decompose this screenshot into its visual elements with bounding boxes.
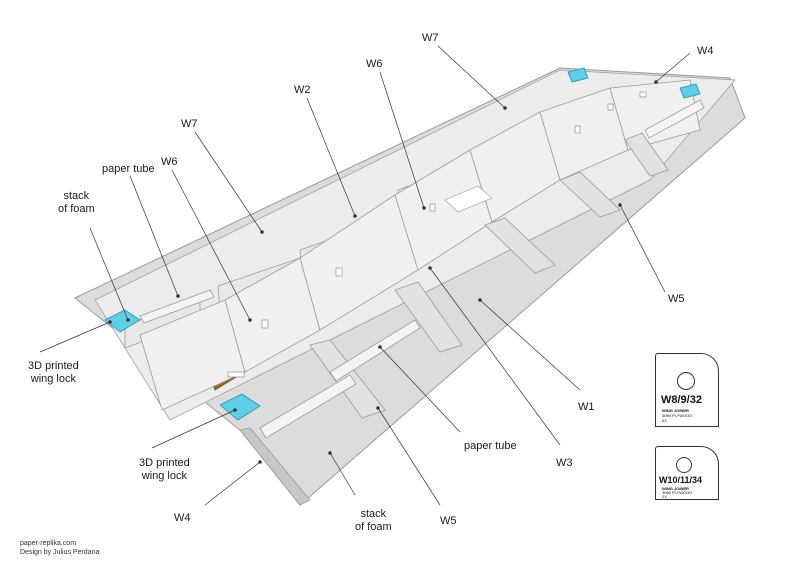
part-card-line3: 2X [662, 494, 667, 499]
label-paper-tube-left: paper tube [102, 163, 155, 175]
label-3d-printed-left-line1: 3D printed [28, 360, 79, 372]
trailing-edge-thickness [239, 427, 311, 506]
wing-locks [104, 67, 701, 421]
label-w7-top: W7 [422, 32, 439, 44]
wing-lock-bottom [219, 393, 261, 421]
label-stack-foam-bottom-line1: stack [360, 508, 387, 520]
credit-site: paper-replika.com [20, 540, 77, 547]
part-card-line1: WING JOINER [662, 408, 689, 413]
credit-designer: Design by Julius Perdana [20, 549, 100, 556]
part-card-line2: 3MM PLYWOOD [662, 413, 693, 418]
label-w3: W3 [556, 457, 573, 469]
label-w2: W2 [294, 84, 311, 96]
label-stack-foam-left: stack of foam [58, 190, 95, 216]
label-w4-top: W4 [697, 45, 714, 57]
part-card-code: W10/11/34 [659, 475, 703, 485]
label-3d-printed-wing-lock-bottom: 3D printed wing lock [139, 457, 190, 483]
label-3d-printed-left-line2: wing lock [30, 373, 76, 385]
label-3d-printed-bottom-line1: 3D printed [139, 457, 190, 469]
label-stack-foam-bottom: stack of foam [355, 508, 392, 534]
rib-group-front [139, 79, 701, 411]
paper-tubes [139, 99, 705, 439]
part-card-code: W8/9/32 [661, 394, 702, 406]
wing-lock-top [567, 67, 589, 83]
part-card-w8-9-32: W8/9/32 WING JOINER 3MM PLYWOOD 6X [655, 353, 719, 427]
centre-opening [444, 185, 493, 213]
part-card-line1: WING JOINER [662, 486, 689, 491]
label-w5-right: W5 [668, 293, 685, 305]
label-stack-foam-left-line2: of foam [58, 203, 95, 215]
label-w1: W1 [578, 401, 595, 413]
part-card-line2: 3MM PLYWOOD [662, 490, 693, 495]
label-w5-bottom: W5 [440, 515, 457, 527]
wing-lock-left [104, 309, 141, 333]
wing-lock-top-right [679, 83, 701, 99]
label-3d-printed-bottom-line2: wing lock [141, 470, 187, 482]
label-w4-bottom: W4 [174, 512, 191, 524]
part-card-hole [676, 457, 692, 473]
leader-lines [39, 45, 691, 506]
part-card-w10-11-34: W10/11/34 WING JOINER 3MM PLYWOOD 2X [655, 446, 719, 500]
label-stack-foam-bottom-line2: of foam [355, 521, 392, 533]
label-stack-foam-left-line1: stack [63, 190, 90, 202]
label-3d-printed-wing-lock-left: 3D printed wing lock [28, 360, 79, 386]
part-card-line3: 6X [662, 418, 667, 423]
label-paper-tube-bottom: paper tube [464, 440, 517, 452]
label-w6-mid: W6 [366, 58, 383, 70]
part-card-hole [677, 372, 695, 390]
label-w7-left: W7 [181, 118, 198, 130]
label-w6-left: W6 [161, 156, 178, 168]
rib-slots [227, 91, 647, 378]
